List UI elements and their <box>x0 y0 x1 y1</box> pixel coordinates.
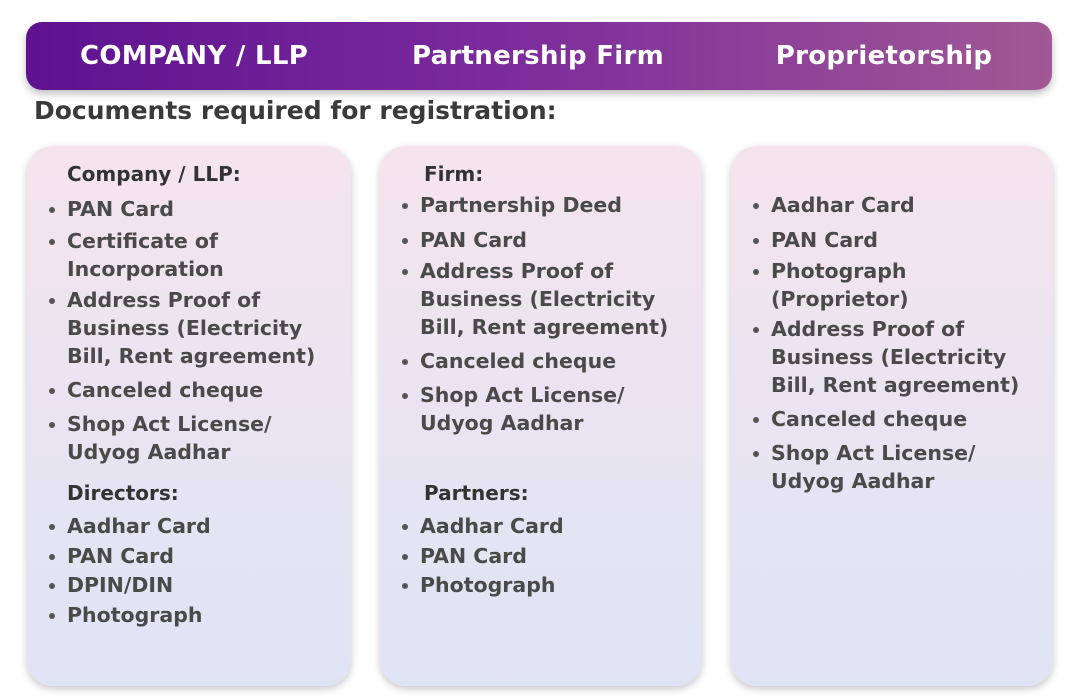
list-item: Shop Act License/ Udyog Aadhar <box>49 410 347 466</box>
firm-section-title: Firm: <box>424 162 484 186</box>
company-llp-document-list: PAN Card Certificate of Incorporation Ad… <box>49 195 347 466</box>
list-item: Address Proof of Business (Electricity B… <box>49 286 347 370</box>
company-llp-section-title: Company / LLP: <box>67 162 241 186</box>
list-item: Shop Act License/ Udyog Aadhar <box>753 439 1049 495</box>
list-item: Partnership Deed <box>402 191 698 219</box>
proprietorship-card: Aadhar Card PAN Card Photograph (Proprie… <box>731 146 1053 686</box>
list-item: Photograph <box>49 601 347 629</box>
list-item: Photograph <box>402 571 698 599</box>
entity-type-tab-bar: COMPANY / LLP Partnership Firm Proprieto… <box>26 22 1052 90</box>
directors-document-list: Aadhar Card PAN Card DPIN/DIN Photograph <box>49 512 347 629</box>
list-item: Aadhar Card <box>49 512 347 540</box>
list-item: Canceled cheque <box>402 347 698 375</box>
documents-heading: Documents required for registration: <box>34 96 557 125</box>
list-item: PAN Card <box>49 195 347 223</box>
list-item: Canceled cheque <box>753 405 1049 433</box>
tab-proprietorship[interactable]: Proprietorship <box>775 41 993 71</box>
tab-partnership-firm[interactable]: Partnership Firm <box>411 41 665 71</box>
tab-company-llp[interactable]: COMPANY / LLP <box>79 41 309 71</box>
company-llp-card: Company / LLP: PAN Card Certificate of I… <box>27 146 351 686</box>
partners-document-list: Aadhar Card PAN Card Photograph <box>402 512 698 599</box>
firm-document-list: Partnership Deed PAN Card Address Proof … <box>402 191 698 437</box>
proprietorship-document-list: Aadhar Card PAN Card Photograph (Proprie… <box>753 191 1049 495</box>
list-item: Canceled cheque <box>49 376 347 404</box>
list-item: Aadhar Card <box>402 512 698 540</box>
list-item: Certificate of Incorporation <box>49 227 347 283</box>
list-item: Address Proof of Business (Electricity B… <box>753 315 1049 399</box>
list-item: DPIN/DIN <box>49 571 347 599</box>
partners-section-title: Partners: <box>424 481 529 505</box>
list-item: Aadhar Card <box>753 191 1049 219</box>
list-item: PAN Card <box>753 226 1049 254</box>
partnership-firm-card: Firm: Partnership Deed PAN Card Address … <box>380 146 702 686</box>
list-item: PAN Card <box>49 542 347 570</box>
list-item: Shop Act License/ Udyog Aadhar <box>402 381 698 437</box>
list-item: PAN Card <box>402 226 698 254</box>
directors-section-title: Directors: <box>67 481 179 505</box>
list-item: PAN Card <box>402 542 698 570</box>
list-item: Address Proof of Business (Electricity B… <box>402 257 698 341</box>
list-item: Photograph (Proprietor) <box>753 257 1049 313</box>
